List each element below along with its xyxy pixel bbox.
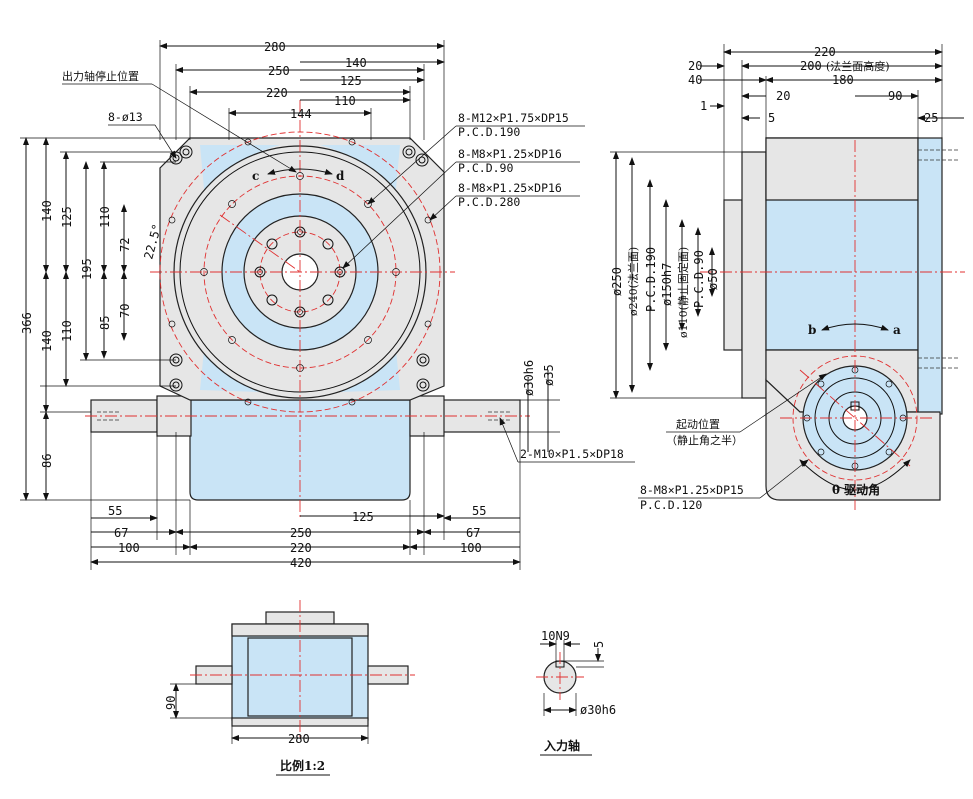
start-position-label: 起动位置: [676, 417, 720, 431]
svg-text:5: 5: [768, 111, 775, 125]
svg-text:ø150h7: ø150h7: [660, 263, 674, 306]
svg-text:110: 110: [334, 94, 356, 108]
svg-text:100: 100: [118, 541, 140, 555]
svg-text:55: 55: [108, 504, 122, 518]
svg-text:P.C.D.280: P.C.D.280: [458, 195, 520, 209]
side-dimensions: 220 20 200 (法兰面高度) 40 180 1 20 90 5 25 ø…: [610, 44, 964, 399]
svg-text:ø30h6: ø30h6: [580, 703, 616, 717]
svg-text:10N9: 10N9: [541, 629, 570, 643]
svg-text:ø30h6: ø30h6: [522, 360, 536, 396]
side-flange-outer: [723, 199, 743, 351]
svg-text:140: 140: [345, 56, 367, 70]
svg-text:1: 1: [700, 99, 707, 113]
svg-text:55: 55: [472, 504, 486, 518]
svg-text:ø240(法兰面): ø240(法兰面): [626, 247, 640, 316]
svg-text:86: 86: [40, 454, 54, 468]
svg-text:ø50: ø50: [706, 268, 720, 290]
side-view: b a: [700, 137, 965, 510]
outer-tap-holes: [200, 172, 400, 372]
svg-text:P.C.D.190: P.C.D.190: [458, 125, 520, 139]
svg-text:220: 220: [266, 86, 288, 100]
svg-text:220: 220: [814, 45, 836, 59]
holes-label: 8-ø13: [108, 110, 143, 124]
svg-text:67: 67: [466, 526, 480, 540]
svg-text:366: 366: [20, 312, 34, 334]
svg-text:ø35: ø35: [542, 364, 556, 386]
svg-text:125: 125: [60, 206, 74, 228]
svg-text:20: 20: [776, 89, 790, 103]
rotation-b-label: b: [808, 323, 816, 337]
side-callouts: 起动位置 （静止角之半） θ 驱动角 8-M8×P1.25×DP15 P.C.D…: [638, 373, 880, 512]
shaft-tap-label: 2-M10×P1.5×DP18: [520, 447, 624, 461]
svg-text:125: 125: [352, 510, 374, 524]
svg-text:140: 140: [40, 330, 54, 352]
svg-text:250: 250: [290, 526, 312, 540]
drive-angle-label: θ 驱动角: [832, 482, 880, 497]
input-shaft-label: 入力轴: [544, 738, 580, 753]
svg-text:40: 40: [688, 73, 702, 87]
svg-text:110: 110: [60, 320, 74, 342]
svg-text:P.C.D.90: P.C.D.90: [458, 161, 513, 175]
rotation-d-label: d: [336, 169, 345, 183]
svg-text:125: 125: [340, 74, 362, 88]
svg-text:P.C.D.90: P.C.D.90: [692, 250, 706, 308]
rotation-c-label: c: [252, 169, 259, 183]
svg-text:420: 420: [290, 556, 312, 570]
svg-text:140: 140: [40, 200, 54, 222]
svg-text:85: 85: [98, 316, 112, 330]
bottom-view: 90 280 比例1:2: [164, 600, 415, 776]
output-stop-label: 出力轴停止位置: [62, 69, 139, 83]
svg-text:110: 110: [98, 206, 112, 228]
svg-text:25: 25: [924, 111, 938, 125]
tap1-label: 8-M12×P1.75×DP15: [458, 111, 569, 125]
svg-text:ø250: ø250: [610, 267, 624, 296]
svg-text:5: 5: [592, 641, 606, 648]
svg-text:280: 280: [264, 40, 286, 54]
svg-text:180: 180: [832, 73, 854, 87]
side-tap-label: 8-M8×P1.25×DP15: [640, 483, 744, 497]
svg-text:220: 220: [290, 541, 312, 555]
scale-label: 比例1:2: [280, 758, 325, 773]
svg-text:（静止角之半）: （静止角之半）: [666, 433, 743, 447]
front-dimensions: 280 250 220 140 125 110 144 366 140 125 …: [20, 40, 560, 570]
svg-text:67: 67: [114, 526, 128, 540]
tap2-label: 8-M8×P1.25×DP16: [458, 147, 562, 161]
svg-text:ø110(静止固定面): ø110(静止固定面): [676, 247, 690, 338]
svg-text:100: 100: [460, 541, 482, 555]
svg-text:200: 200: [800, 59, 822, 73]
svg-text:90: 90: [888, 89, 902, 103]
tap3-label: 8-M8×P1.25×DP16: [458, 181, 562, 195]
svg-text:195: 195: [80, 258, 94, 280]
rotation-a-label: a: [893, 323, 901, 337]
front-callouts: 出力轴停止位置 8-ø13 8-M12×P1.75×DP15 P.C.D.190…: [62, 69, 635, 463]
svg-text:90: 90: [164, 696, 178, 710]
svg-text:P.C.D.190: P.C.D.190: [644, 247, 658, 312]
input-shaft-detail: 10N9 5 ø30h6 入力轴: [536, 629, 616, 756]
svg-text:280: 280: [288, 732, 310, 746]
svg-text:250: 250: [268, 64, 290, 78]
svg-text:144: 144: [290, 107, 312, 121]
svg-text:(法兰面高度): (法兰面高度): [826, 59, 890, 73]
svg-text:70: 70: [118, 304, 132, 318]
svg-text:P.C.D.120: P.C.D.120: [640, 498, 702, 512]
svg-text:72: 72: [118, 238, 132, 252]
svg-text:20: 20: [688, 59, 702, 73]
